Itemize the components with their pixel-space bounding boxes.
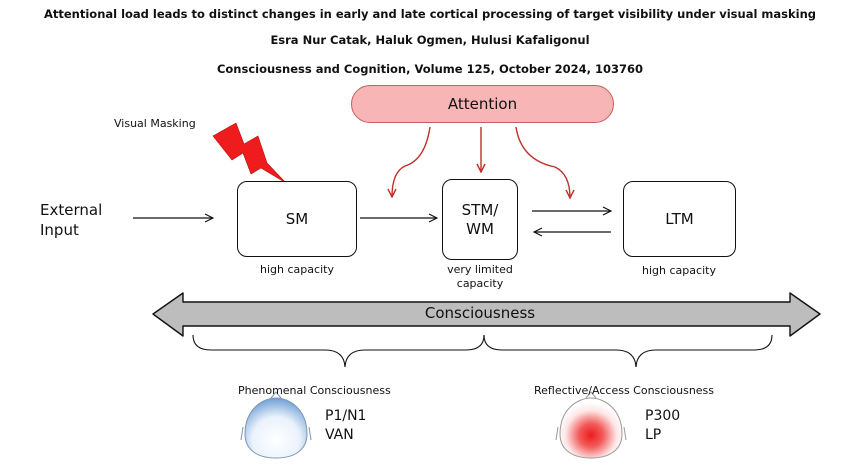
external-input-label: External Input [40,201,103,239]
attention-to-sm-arrow [392,126,431,197]
sm-box: SM [237,181,357,257]
reflective-markers: P300 LP [645,408,681,443]
stm-box: STM/WM [442,179,518,260]
lightning-bolt-icon [212,122,287,184]
phenomenal-consciousness-label: Phenomenal Consciousness [238,384,391,397]
ltm-caption: high capacity [642,264,716,277]
visual-masking-label: Visual Masking [114,117,196,130]
phenomenal-markers: P1/N1 VAN [325,408,367,443]
consciousness-double-arrow [152,292,821,337]
reflective-consciousness-label: Reflective/Access Consciousness [534,384,715,397]
phenomenal-brace [192,334,485,368]
attention-node: Attention [351,85,614,123]
head-blue-icon [240,391,312,459]
paper-authors: Esra Nur Catak, Haluk Ogmen, Hulusi Kafa… [270,33,590,47]
attention-to-ltm-arrow [515,126,570,198]
stm-caption: very limited capacity [447,263,513,290]
ltm-box: LTM [623,181,736,257]
paper-title: Attentional load leads to distinct chang… [43,7,817,21]
sm-caption: high capacity [260,263,334,276]
head-red-icon [555,391,627,459]
reflective-brace [483,334,773,368]
paper-journal: Consciousness and Cognition, Volume 125,… [216,62,644,76]
consciousness-label: Consciousness [424,304,536,322]
